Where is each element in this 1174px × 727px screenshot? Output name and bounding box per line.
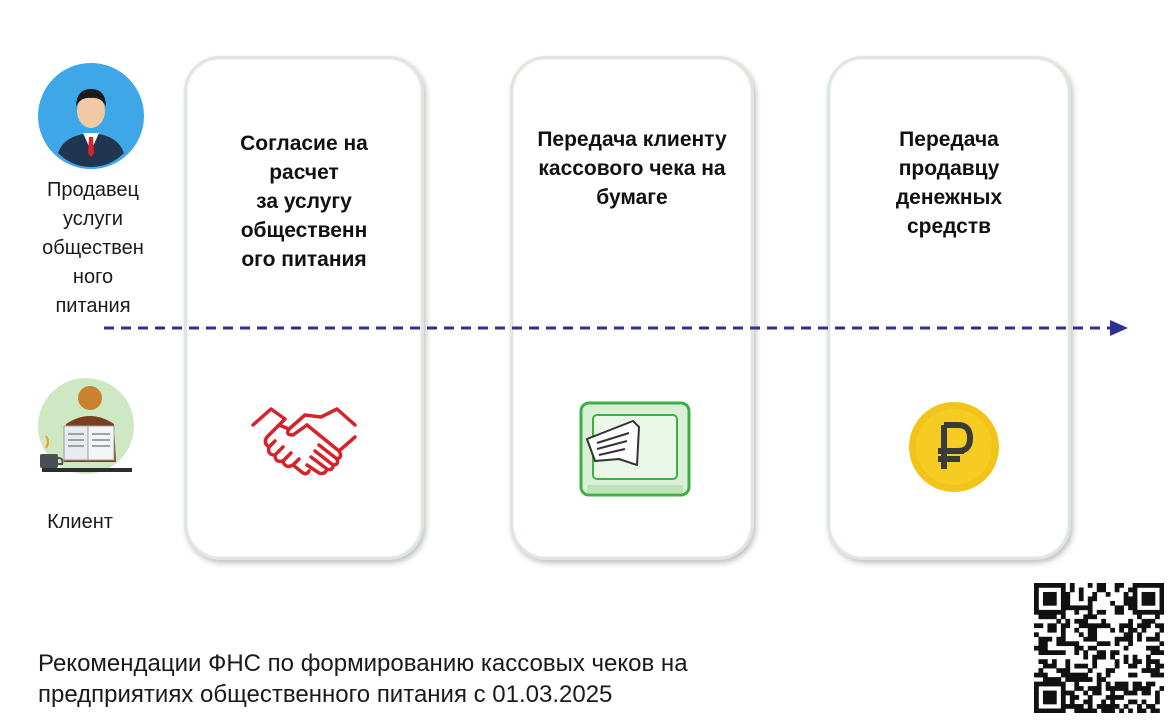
handshake-icon	[251, 407, 357, 476]
step-card-agreement: Согласие на расчет за услугу общественн …	[184, 56, 424, 560]
qr-code-icon[interactable]	[1034, 583, 1165, 714]
footer-caption: Рекомендации ФНС по формированию кассовы…	[38, 650, 688, 708]
step-card-receipt: Передача клиенту кассового чека на бумаг…	[510, 56, 754, 560]
businessman-avatar-icon	[38, 63, 144, 169]
step-card-payment: Передача продавцу денежных средств	[827, 56, 1071, 560]
client-avatar	[36, 378, 136, 478]
client-label: Клиент	[47, 511, 113, 533]
step-title-payment: Передача продавцу денежных средств	[895, 128, 1003, 238]
ruble-coin-icon	[909, 402, 999, 492]
receipt-printer-icon	[579, 401, 691, 497]
arrow-right-icon	[104, 320, 1128, 336]
seller-avatar	[38, 63, 144, 169]
step-title-agreement: Согласие на расчет за услугу общественн …	[240, 132, 368, 271]
seller-label: Продавец услуги обществен ного питания	[42, 179, 144, 317]
reading-client-avatar-icon	[38, 378, 134, 474]
receipt-printer-icon-wrap	[575, 399, 695, 499]
step-title-receipt: Передача клиенту кассового чека на бумаг…	[537, 128, 727, 209]
ruble-coin-icon-wrap	[908, 401, 1000, 493]
qr-code[interactable]	[1034, 583, 1165, 714]
timeline-arrow	[100, 316, 1132, 340]
handshake-icon-wrap	[249, 403, 359, 479]
